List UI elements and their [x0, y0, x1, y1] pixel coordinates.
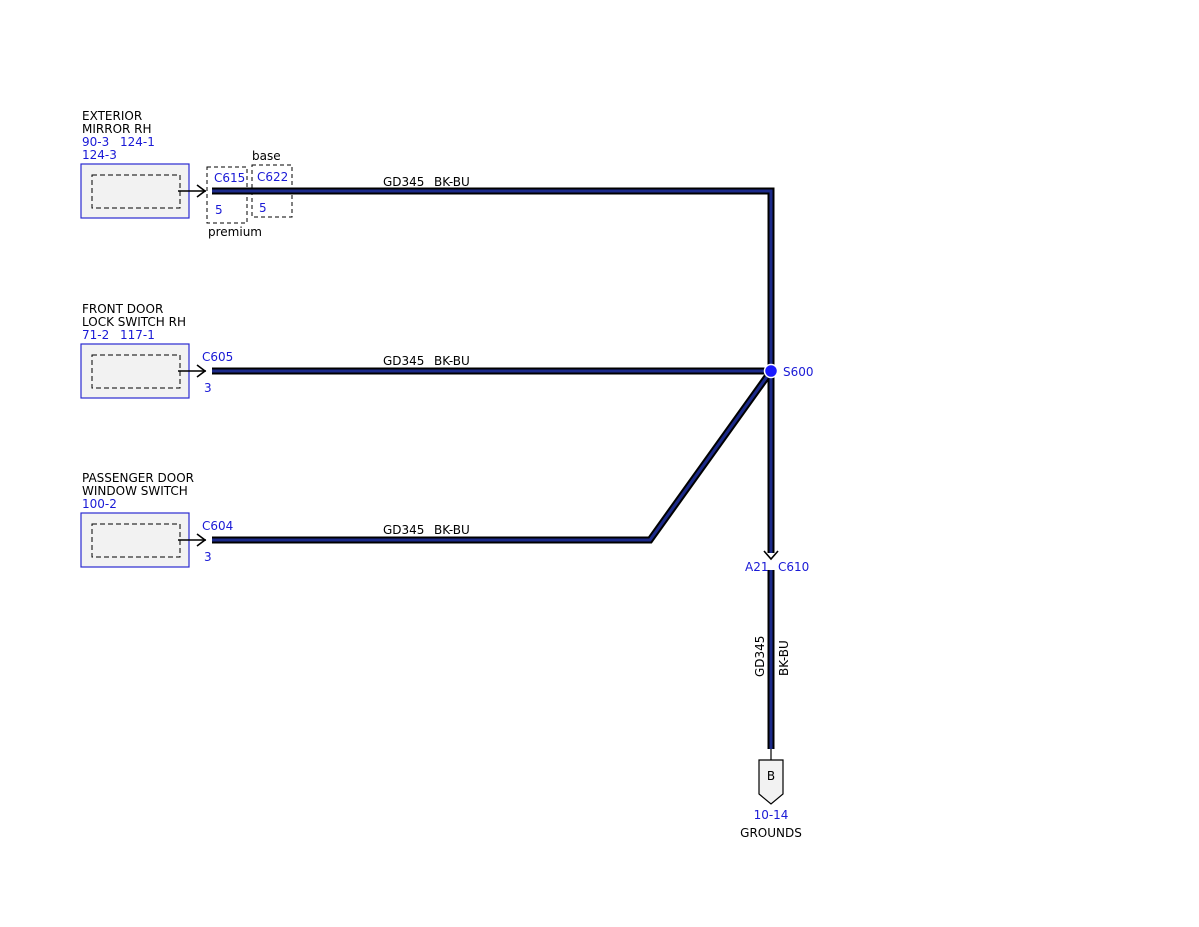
connector-c604-pin: 3: [204, 550, 212, 564]
connector-c622-pin: 5: [259, 201, 267, 215]
splice-dot: [763, 363, 779, 379]
wire-color-label: BK-BU: [777, 640, 791, 676]
component-ref[interactable]: 124-1: [120, 135, 155, 149]
wire-circuit-label: GD345: [383, 523, 424, 537]
pin-arrow-icon: [178, 533, 207, 547]
component-name-line1: FRONT DOOR: [82, 302, 163, 316]
component-name-line2: MIRROR RH: [82, 122, 152, 136]
ground-b[interactable]: B 10-14 GROUNDS: [740, 749, 802, 840]
component-ref[interactable]: 117-1: [120, 328, 155, 342]
ground-icon: [758, 759, 784, 805]
component-name-line2: WINDOW SWITCH: [82, 484, 188, 498]
connector-c615-pin: 5: [215, 203, 223, 217]
wire-color-label: BK-BU: [434, 175, 470, 189]
wire-window-to-splice: [212, 368, 774, 544]
component-exterior-mirror[interactable]: EXTERIOR MIRROR RH 90-3 124-1 124-3: [80, 109, 207, 219]
ground-ref[interactable]: 10-14: [754, 808, 789, 822]
wire-mirror-to-splice: [212, 187, 775, 371]
component-front-door-lock-switch[interactable]: FRONT DOOR LOCK SWITCH RH 71-2 117-1: [80, 302, 207, 399]
connector-c610-name: C610: [778, 560, 809, 574]
wire-circuit-label: GD345: [383, 175, 424, 189]
wire-color-label: BK-BU: [434, 354, 470, 368]
connector-c615[interactable]: base C615 5 premium: [206, 149, 281, 239]
connector-c605[interactable]: C605 3: [202, 350, 233, 395]
connector-variant-base: base: [252, 149, 281, 163]
connector-c610-pin: A21: [745, 560, 768, 574]
component-box: [80, 343, 190, 399]
connector-c610[interactable]: A21 C610: [745, 550, 809, 574]
splice-name: S600: [783, 365, 814, 379]
connector-c615-box: [206, 166, 248, 224]
splice-s600[interactable]: S600: [763, 363, 814, 380]
connector-c622-name: C622: [257, 170, 288, 184]
pin-arrow-down-icon: [763, 550, 779, 561]
wire-color-label: BK-BU: [434, 523, 470, 537]
connector-c604-name: C604: [202, 519, 233, 533]
component-name-line1: EXTERIOR: [82, 109, 142, 123]
connector-c615-name: C615: [214, 171, 245, 185]
ground-label: GROUNDS: [740, 826, 802, 840]
component-name-line2: LOCK SWITCH RH: [82, 315, 186, 329]
wire-circuit-label: GD345: [383, 354, 424, 368]
connector-c605-name: C605: [202, 350, 233, 364]
component-ref[interactable]: 100-2: [82, 497, 117, 511]
component-ref[interactable]: 90-3: [82, 135, 109, 149]
component-passenger-door-window-switch[interactable]: PASSENGER DOOR WINDOW SWITCH 100-2: [80, 471, 207, 568]
component-ref[interactable]: 71-2: [82, 328, 109, 342]
component-ref[interactable]: 124-3: [82, 148, 117, 162]
connector-c605-pin: 3: [204, 381, 212, 395]
component-box: [80, 512, 190, 568]
component-name-line1: PASSENGER DOOR: [82, 471, 194, 485]
connector-c604[interactable]: C604 3: [202, 519, 233, 564]
ground-letter: B: [767, 769, 775, 783]
connector-variant-premium: premium: [208, 225, 262, 239]
wire-circuit-label: GD345: [753, 636, 767, 677]
component-box: [80, 163, 190, 219]
pin-arrow-icon: [178, 364, 207, 378]
pin-arrow-icon: [178, 184, 207, 198]
